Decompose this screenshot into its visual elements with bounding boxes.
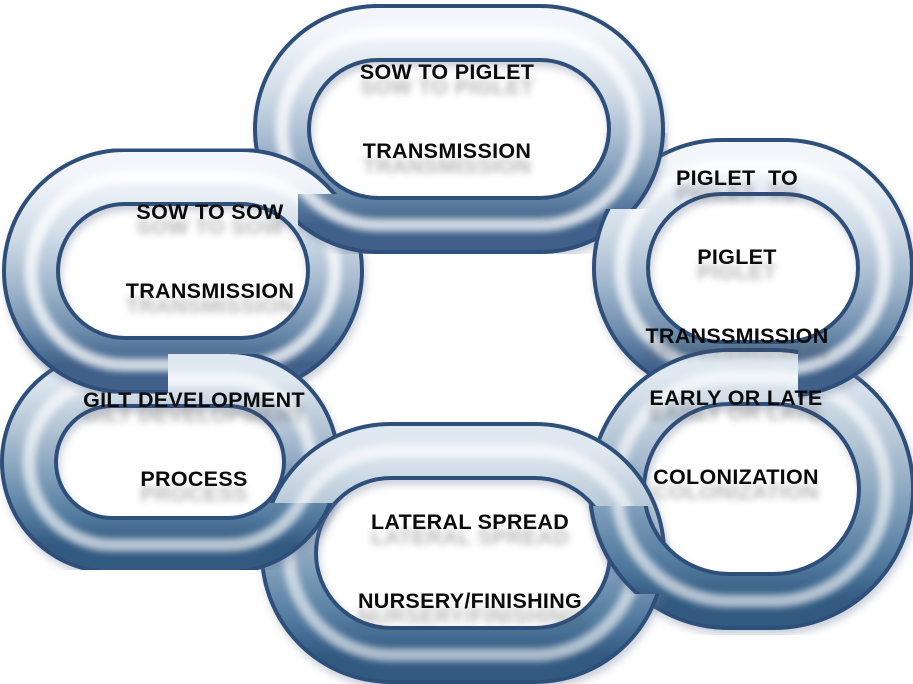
chain-link-lateral-spread	[260, 422, 666, 684]
chain-link-sow-to-sow	[2, 148, 364, 394]
chain-link-sow-to-piglet	[253, 4, 665, 254]
